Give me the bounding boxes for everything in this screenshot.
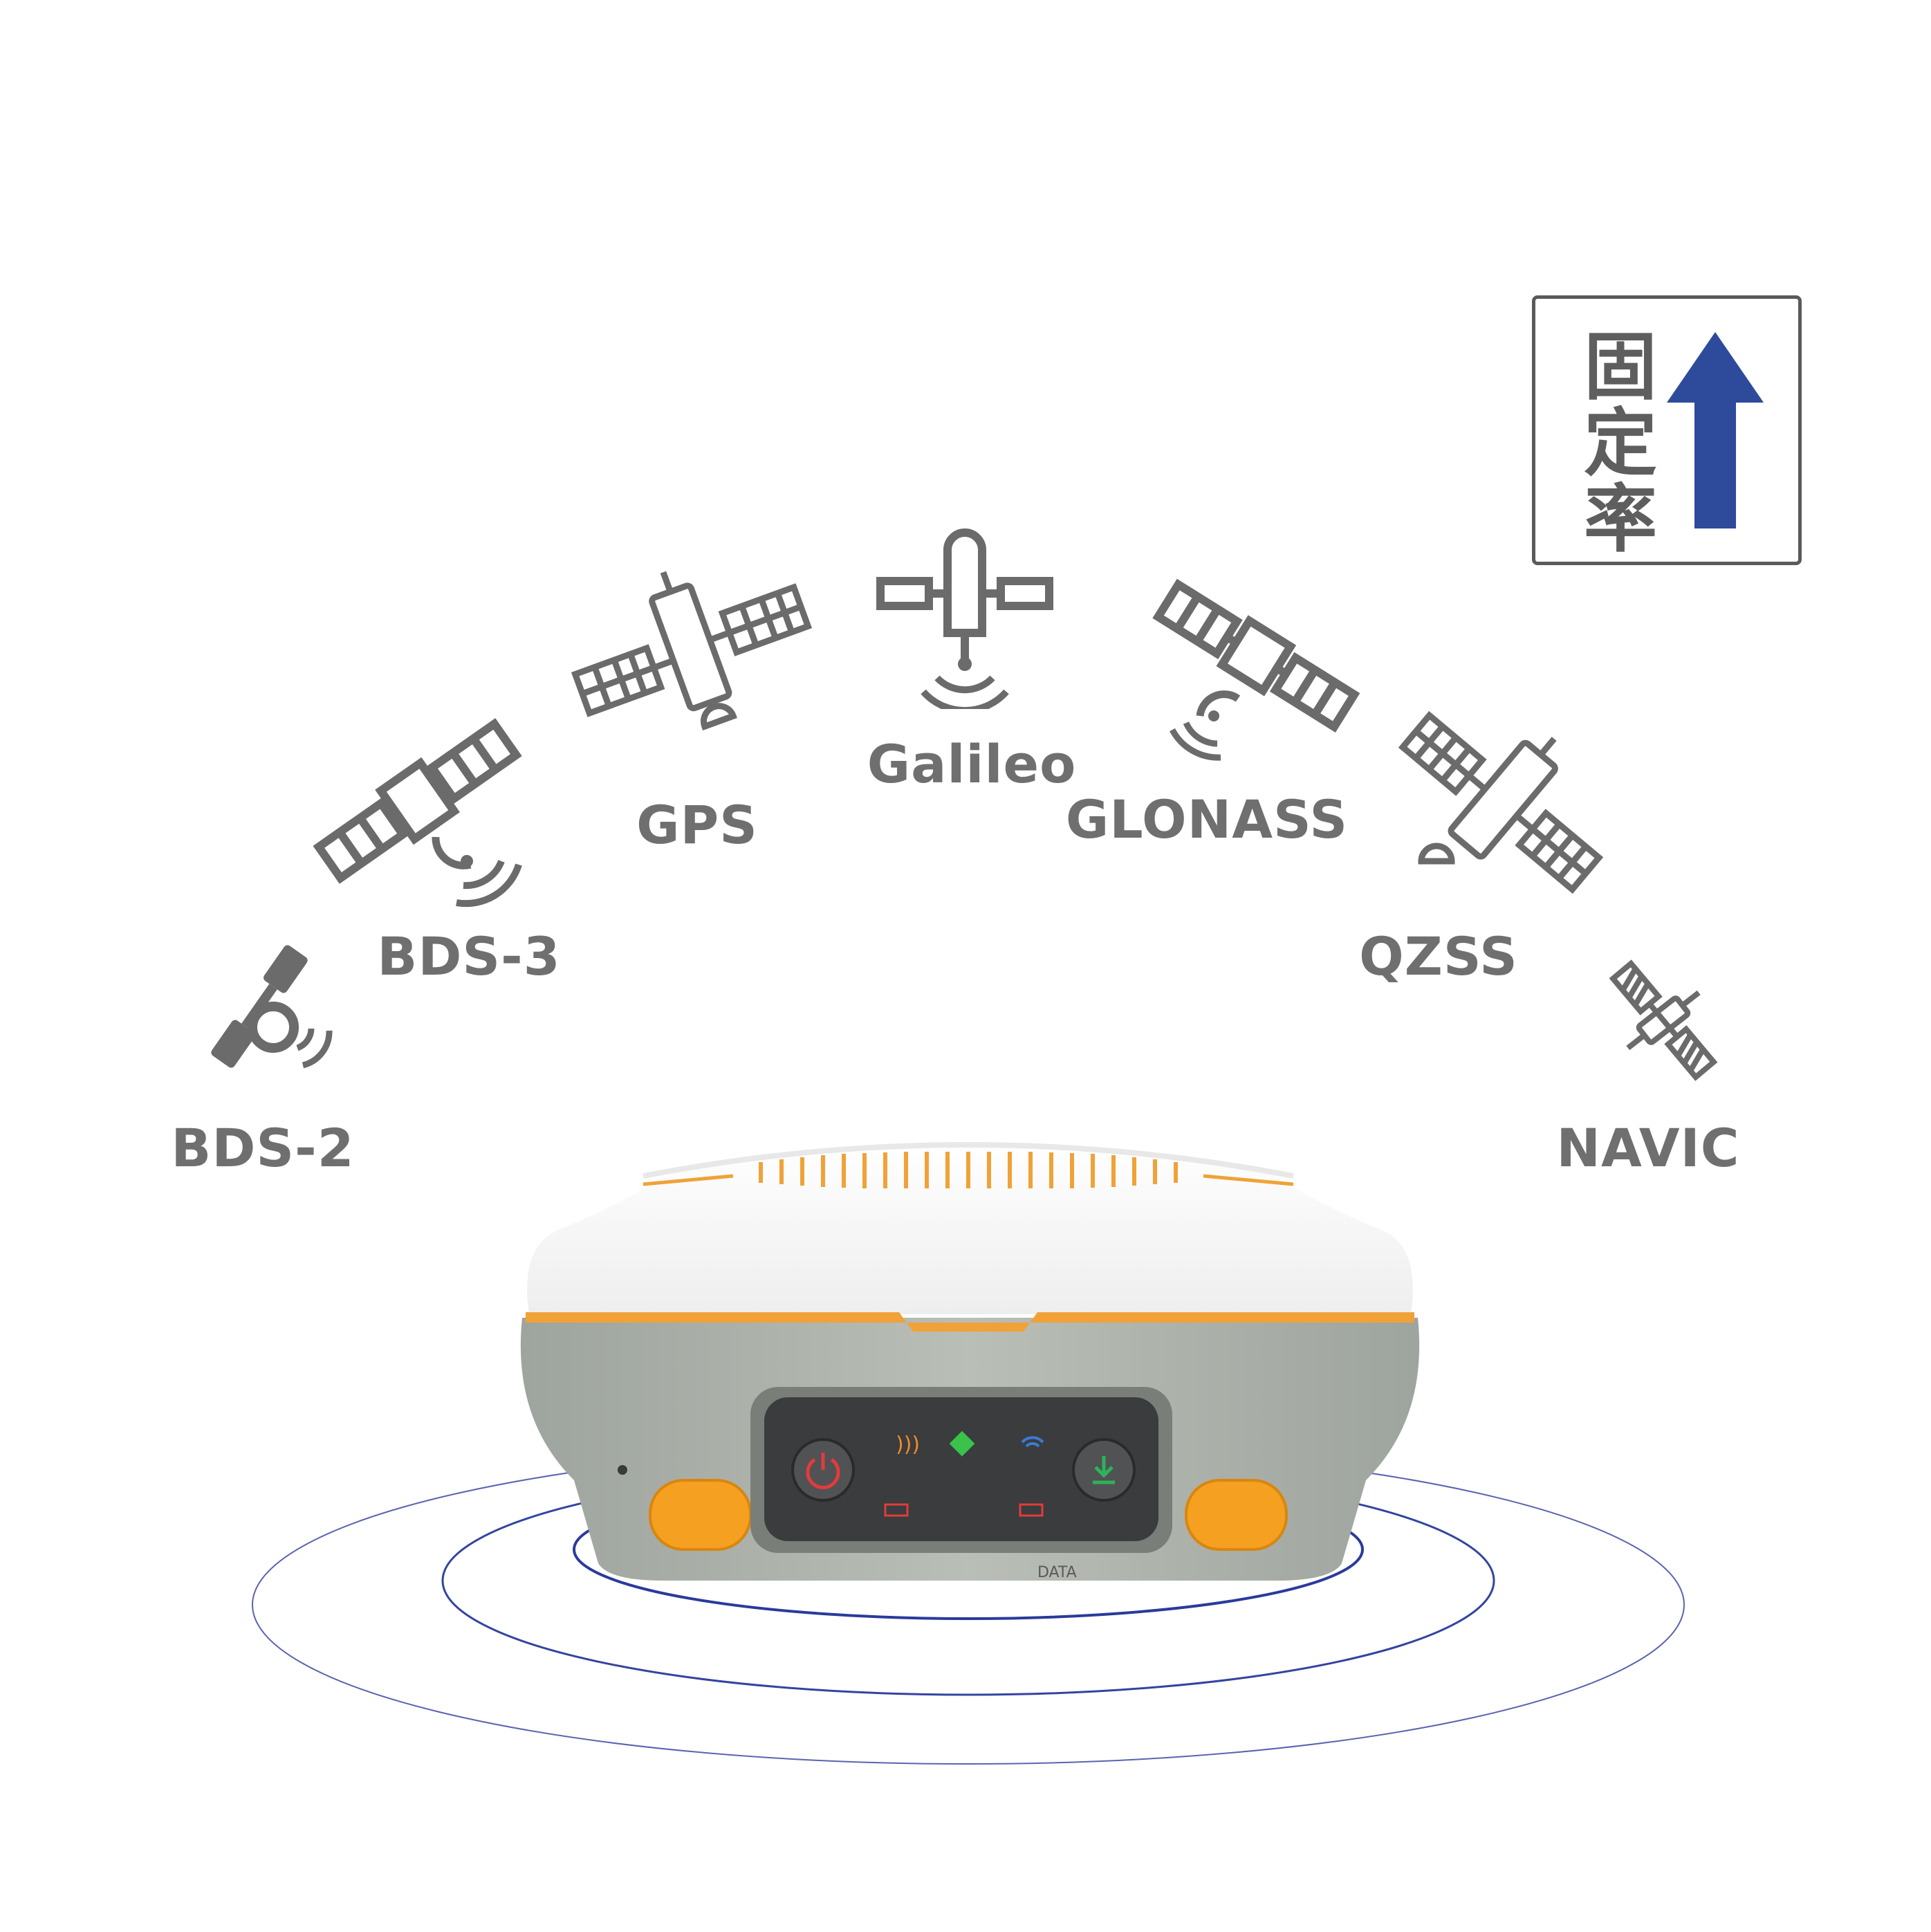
- battery-indicator-1-icon: [884, 1503, 909, 1517]
- fix-rate-badge: 固定率: [1532, 295, 1802, 565]
- satellite-panels-icon: [1152, 578, 1360, 761]
- dome-ribs: [759, 1152, 1178, 1188]
- satellite-cylinder-icon: [571, 571, 813, 730]
- constellation-label-gps: GPS: [636, 794, 758, 856]
- constellation-label-bds3: BDS-3: [377, 926, 561, 987]
- download-icon: [1093, 1456, 1115, 1484]
- satellite-panels-icon: [313, 718, 522, 908]
- constellation-label-bds2: BDS-2: [171, 1117, 355, 1179]
- satellite-antenna-icon: [876, 528, 1053, 709]
- constellation-label-galileo: Galileo: [867, 733, 1077, 795]
- control-panel-face: [764, 1397, 1158, 1541]
- data-port-label: DATA: [1037, 1564, 1077, 1581]
- battery-indicator-2-icon: [1019, 1503, 1044, 1517]
- satellite-round-icon: [211, 945, 333, 1069]
- up-arrow-icon: [1667, 332, 1764, 528]
- fix-rate-text: 固定率: [1571, 328, 1656, 556]
- constellation-label-navic: NAVIC: [1556, 1117, 1740, 1179]
- constellation-label-qzss: QZSS: [1359, 926, 1518, 987]
- satellite-striped-icon: [1609, 959, 1718, 1081]
- power-icon: [806, 1457, 840, 1489]
- right-side-button[interactable]: [1185, 1479, 1288, 1551]
- left-side-button[interactable]: [649, 1479, 752, 1551]
- satellite-cylinder-icon: [1398, 710, 1604, 894]
- radio-indicator-icon: ))): [896, 1433, 920, 1457]
- satellite-indicator-icon: [949, 1430, 975, 1457]
- receiver-dome: [527, 1141, 1413, 1314]
- orange-band: [526, 1312, 1414, 1332]
- wifi-indicator-icon: [1021, 1436, 1044, 1448]
- constellation-label-glonass: GLONASS: [1065, 789, 1349, 850]
